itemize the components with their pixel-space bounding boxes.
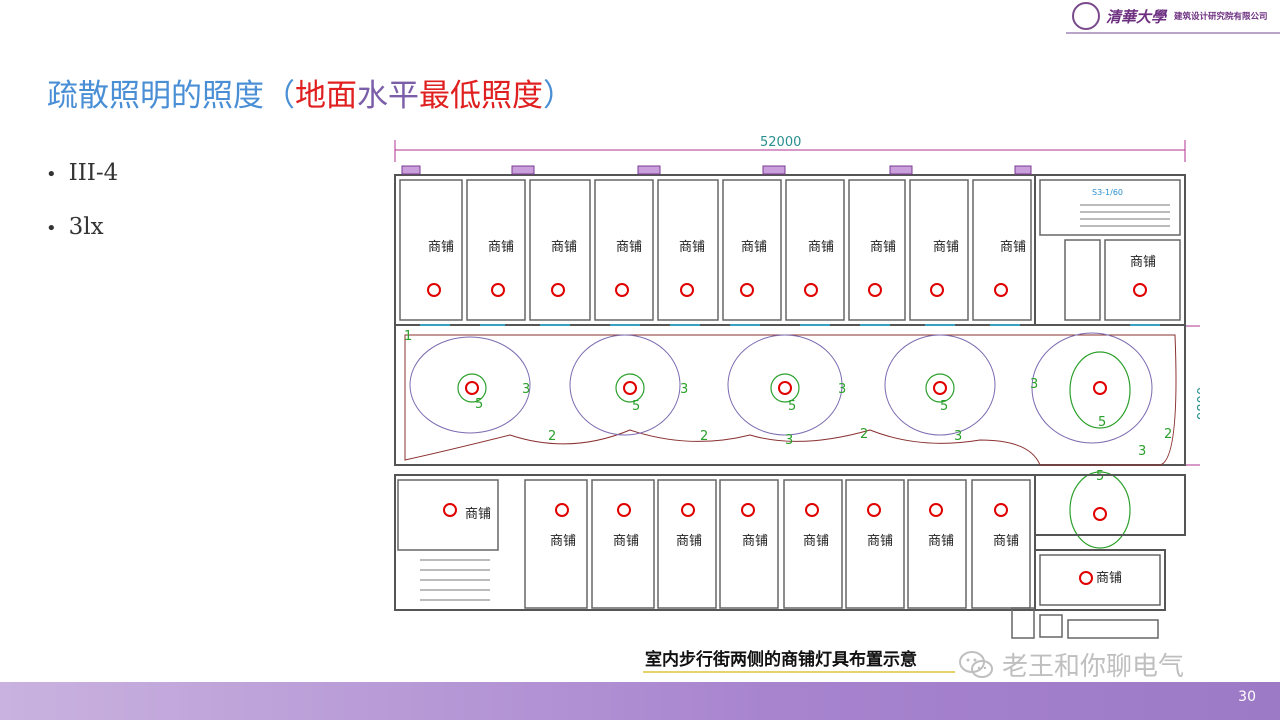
shop-label: 商铺 — [742, 534, 768, 549]
bottom-shop-row — [394, 474, 1186, 611]
slide-title: 疏散照明的照度（地面水平最低照度） — [47, 70, 574, 115]
bullet-item: III-4 — [46, 160, 119, 186]
bullet-item: 3lx — [46, 214, 118, 240]
shop-label: 商铺 — [616, 240, 642, 255]
bottom-shop-partitions — [397, 479, 1161, 609]
contour-label: 5 — [940, 399, 948, 414]
stair-label: S3-1/60 — [1092, 188, 1123, 197]
wechat-icon — [959, 650, 993, 678]
bottom-light-fixtures — [443, 503, 1093, 585]
footer-bar — [0, 682, 1280, 720]
contour-label: 5 — [1098, 415, 1106, 430]
width-dimension-label: 52000 — [760, 135, 801, 150]
title-part-2: 地面 — [295, 78, 357, 114]
shop-label: 商铺 — [1096, 571, 1122, 586]
watermark: 老王和你聊电气 — [958, 646, 1184, 683]
corridor — [394, 324, 1186, 466]
bottom-stair — [420, 559, 490, 601]
contour-rings-5 — [457, 351, 1131, 549]
watermark-text: 老王和你聊电气 — [1002, 652, 1185, 682]
width-dimension — [394, 140, 1186, 162]
shop-label: 商铺 — [676, 534, 702, 549]
shop-label: 商铺 — [551, 240, 577, 255]
contour-label: 2 — [548, 429, 556, 444]
title-part-4: 最低照度 — [419, 78, 543, 114]
caption-underline — [643, 671, 955, 673]
contour-label: 3 — [785, 433, 793, 448]
contour-label: 3 — [680, 382, 688, 397]
bottom-right-core — [1011, 607, 1159, 639]
shop-label: 商铺 — [803, 534, 829, 549]
contour-label: 2 — [700, 429, 708, 444]
shop-label: 商铺 — [1000, 240, 1026, 255]
height-dimension — [1186, 325, 1200, 466]
top-fixtures — [401, 165, 1032, 175]
shop-label: 商铺 — [993, 534, 1019, 549]
title-part-1: 疏散照明的照度（ — [47, 78, 295, 114]
contour-label: 5 — [788, 399, 796, 414]
bottom-shop-labels: 商铺 商铺 商铺 商铺 商铺 商铺 商铺 商铺 商铺 商铺 — [465, 507, 1122, 586]
contour-label: 3 — [954, 429, 962, 444]
contour-label: 3 — [1138, 444, 1146, 459]
shop-label: 商铺 — [867, 534, 893, 549]
shop-label: 商铺 — [933, 240, 959, 255]
shop-label: 商铺 — [488, 240, 514, 255]
height-dimension-label: 9800 — [1196, 387, 1200, 420]
plan-caption: 室内步行街两侧的商铺灯具布置示意 — [645, 650, 917, 670]
contour-rings-3 — [409, 332, 1153, 444]
contour-label: 3 — [522, 382, 530, 397]
institute-name: 建筑设计研究院有限公司 — [1174, 12, 1268, 22]
shop-label: 商铺 — [741, 240, 767, 255]
shop-label: 商铺 — [428, 240, 454, 255]
contour-label: 1 — [404, 329, 412, 344]
shop-label: 商铺 — [928, 534, 954, 549]
shop-label: 商铺 — [679, 240, 705, 255]
bullet-list: III-4 3lx — [46, 160, 119, 268]
contour-label: 5 — [1096, 469, 1104, 484]
page-number: 30 — [1238, 689, 1256, 705]
contour-line-2 — [404, 334, 1177, 466]
shop-label: 商铺 — [808, 240, 834, 255]
shop-label: 商铺 — [613, 534, 639, 549]
shop-label: 商铺 — [870, 240, 896, 255]
top-light-fixtures — [427, 283, 1147, 297]
header-logo: 清華大學 建筑设计研究院有限公司 — [1066, 0, 1280, 34]
university-name: 清華大學 — [1106, 7, 1167, 26]
title-part-5: ） — [543, 78, 574, 114]
shop-label: 商铺 — [550, 534, 576, 549]
contour-label: 3 — [838, 382, 846, 397]
floor-plan: 52000 9800 商铺 商铺 商铺 — [394, 135, 1200, 639]
contour-label: 2 — [1164, 427, 1172, 442]
contour-label: 5 — [632, 399, 640, 414]
corridor-light-fixtures — [465, 381, 1107, 521]
contour-label: 5 — [475, 397, 483, 412]
university-seal-icon — [1072, 2, 1100, 30]
contour-label: 3 — [1030, 377, 1038, 392]
top-stair — [1080, 204, 1170, 227]
contour-labels: 1 3 5 2 5 3 2 5 3 3 2 5 3 3 5 3 2 5 — [404, 329, 1172, 484]
title-part-3: 水平 — [357, 78, 419, 114]
contour-label: 2 — [860, 427, 868, 442]
top-shop-labels: 商铺 商铺 商铺 商铺 商铺 商铺 商铺 商铺 商铺 商铺 商铺 — [428, 240, 1156, 270]
top-shop-partitions — [399, 179, 1181, 321]
shop-label: 商铺 — [1130, 255, 1156, 270]
shop-label: 商铺 — [465, 507, 491, 522]
